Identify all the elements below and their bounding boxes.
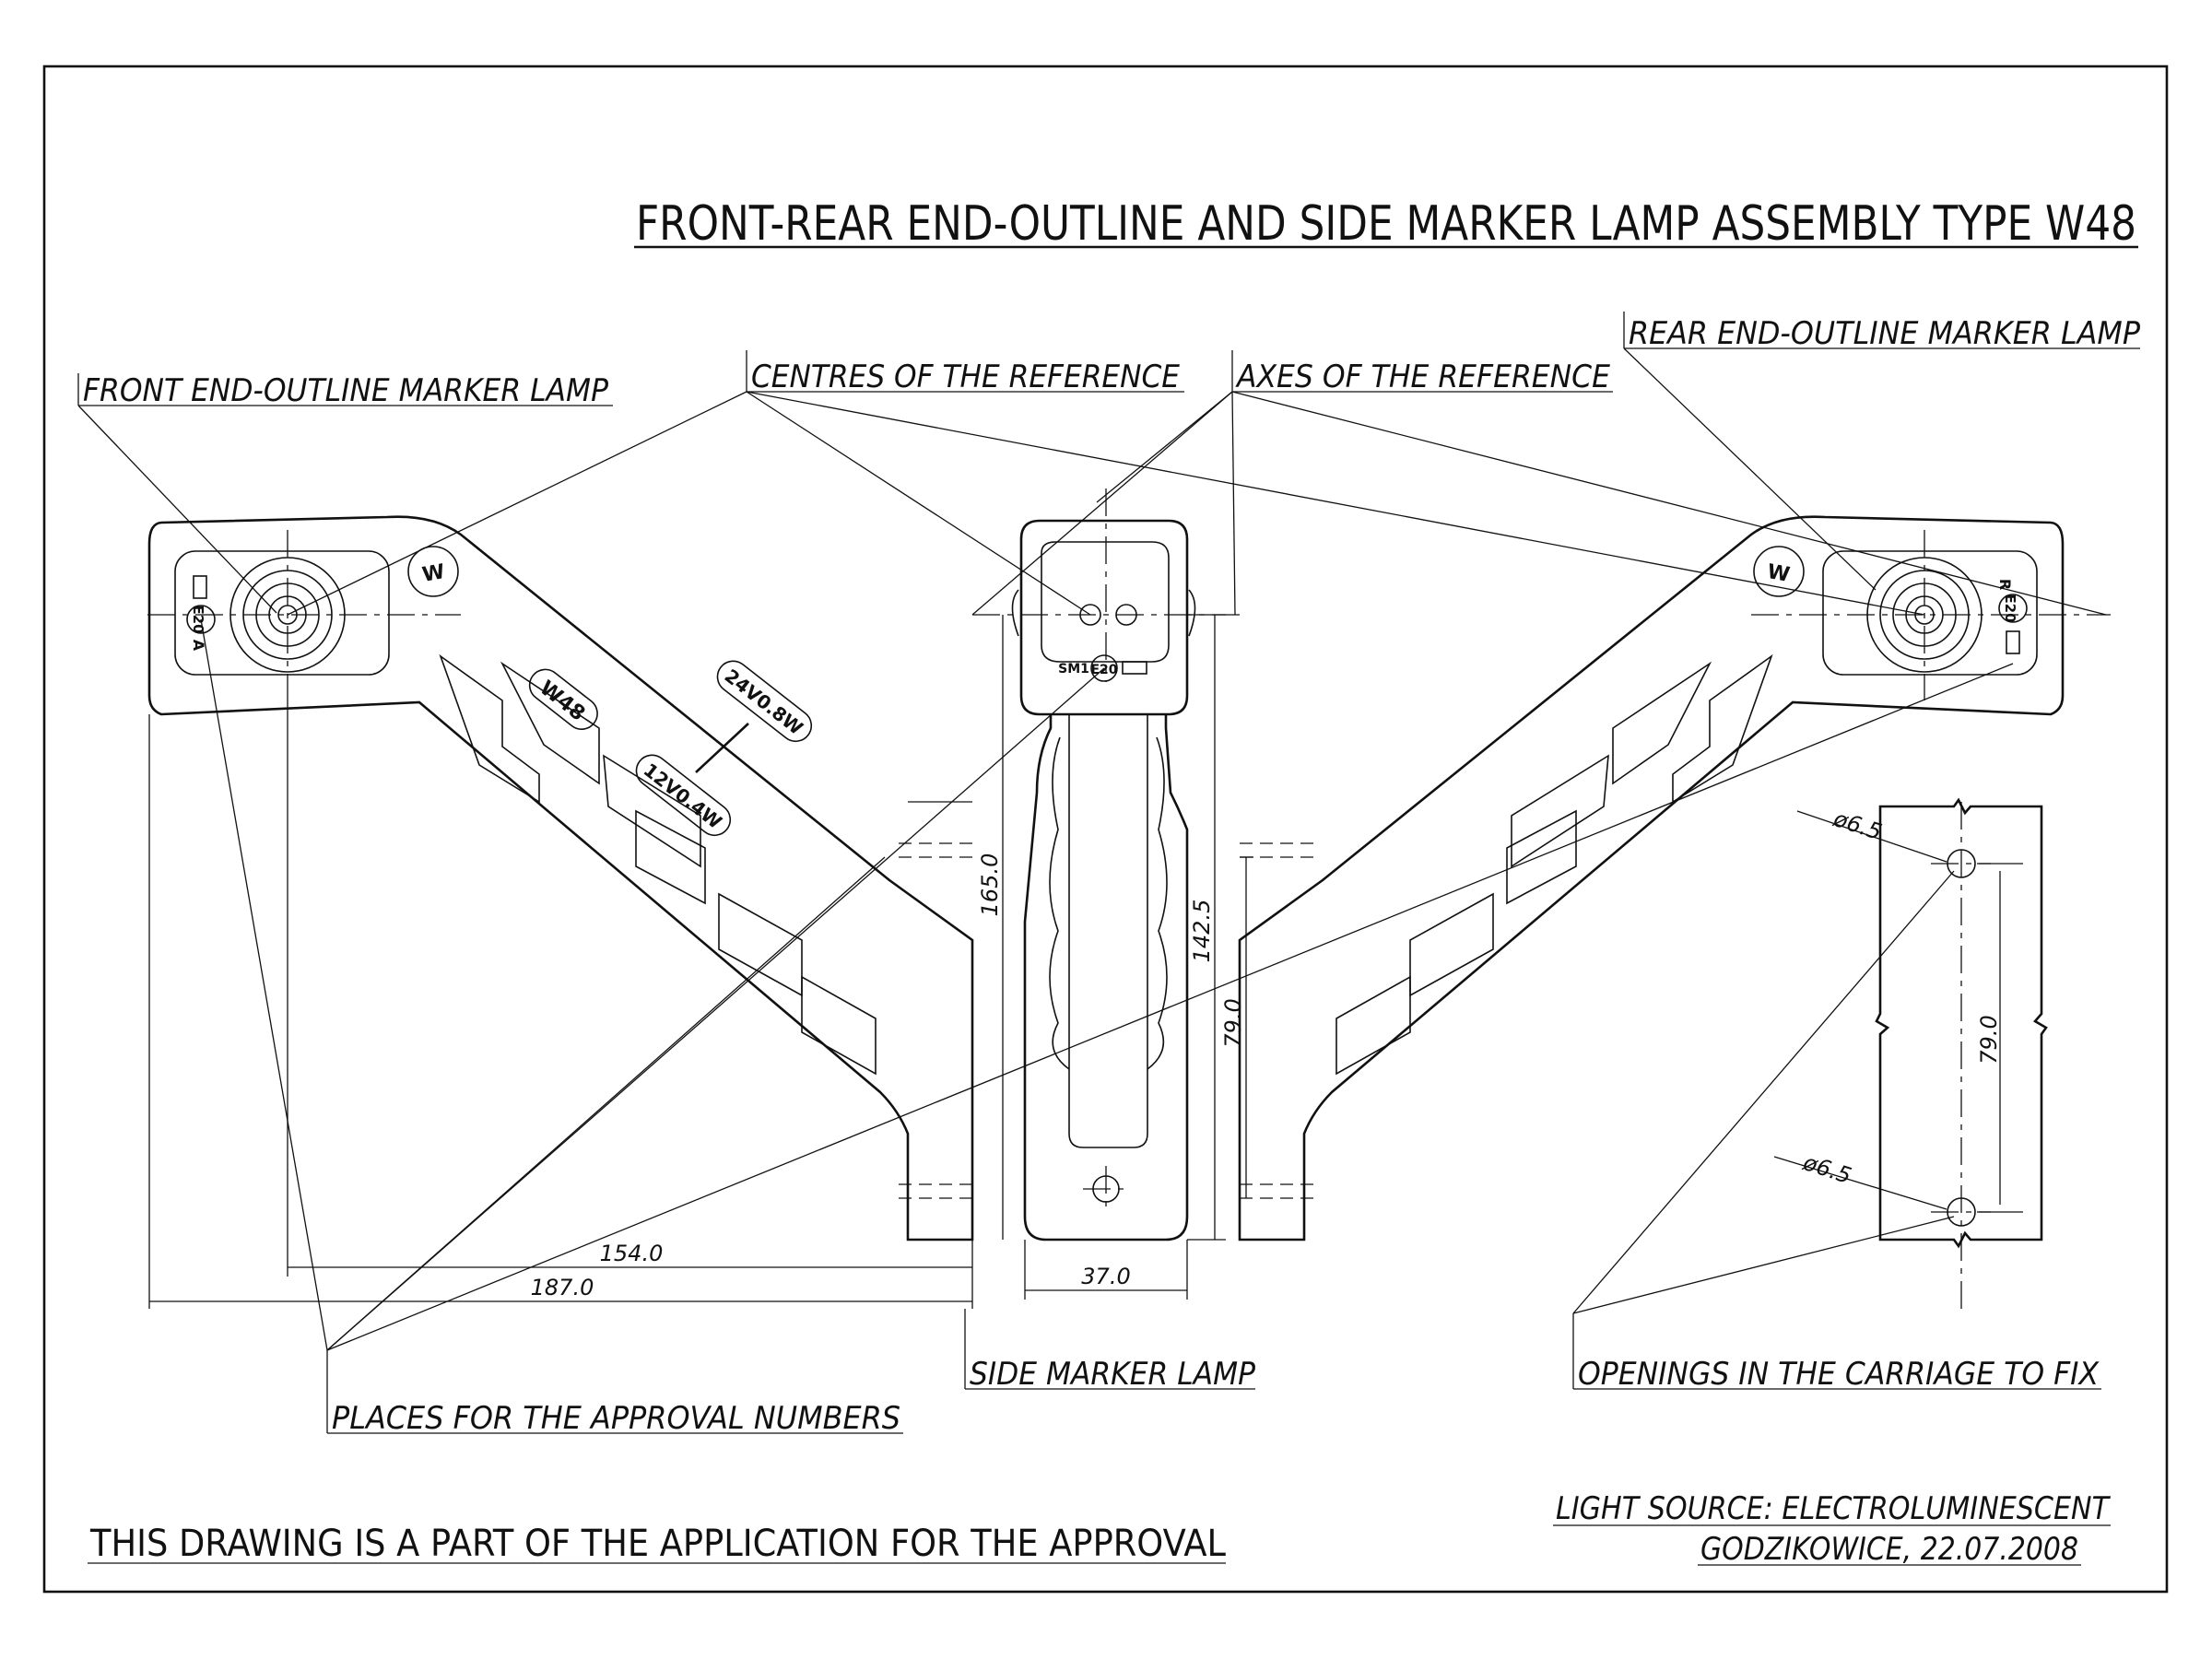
dim-154: 154.0 bbox=[600, 1241, 664, 1266]
svg-text:W: W bbox=[420, 560, 446, 587]
label-axes: AXES OF THE REFERENCE bbox=[1235, 359, 1610, 395]
label-approval-places: PLACES FOR THE APPROVAL NUMBERS bbox=[332, 1400, 900, 1437]
approval-note: THIS DRAWING IS A PART OF THE APPLICATIO… bbox=[89, 1523, 1227, 1565]
front-approval-mark: E20 A bbox=[186, 575, 216, 652]
rear-approval-code: E20 bbox=[2002, 594, 2018, 622]
model-marking: W48 bbox=[528, 668, 598, 730]
place-date-note: GODZIKOWICE, 22.07.2008 bbox=[1700, 1531, 2078, 1568]
dim-142: 142.5 bbox=[1189, 900, 1215, 963]
carriage-plate bbox=[1875, 797, 2048, 1309]
dim-side-79: 79.0 bbox=[1220, 998, 1246, 1047]
voltage-24v-text: 24V0.8W bbox=[721, 665, 807, 739]
dim-37: 37.0 bbox=[1081, 1264, 1130, 1289]
light-source-note: LIGHT SOURCE: ELECTROLUMINESCENT bbox=[1556, 1490, 2111, 1527]
side-approval-code: E20 bbox=[1090, 663, 1117, 677]
dim-holes-79: 79.0 bbox=[1976, 1015, 2002, 1064]
rear-code: R bbox=[1996, 579, 2014, 590]
label-front-lamp: FRONT END-OUTLINE MARKER LAMP bbox=[83, 372, 608, 409]
label-centres: CENTRES OF THE REFERENCE bbox=[751, 359, 1180, 395]
label-rear-lamp: REAR END-OUTLINE MARKER LAMP bbox=[1629, 315, 2140, 352]
side-lamp-body bbox=[1011, 519, 1196, 1241]
front-lamp-body bbox=[147, 515, 974, 1241]
manufacturer-logo-right: W bbox=[1753, 546, 1805, 597]
side-approval-mark: SM1 E20 bbox=[1058, 654, 1147, 682]
dim-dia-top: ø6.5 bbox=[1830, 806, 1885, 845]
voltage-12v-text: 12V0.4W bbox=[640, 759, 726, 833]
rear-approval-mark: R E20 bbox=[1996, 579, 2028, 654]
label-side-lamp: SIDE MARKER LAMP bbox=[970, 1356, 1255, 1393]
voltage-marking-12v: 12V0.4W bbox=[635, 754, 732, 837]
drawing-border bbox=[42, 65, 2169, 1594]
front-approval-code: E20 bbox=[190, 605, 206, 633]
dim-dia-bottom: ø6.5 bbox=[1799, 1149, 1854, 1189]
drawing-title: FRONT-REAR END-OUTLINE AND SIDE MARKER L… bbox=[636, 196, 2136, 252]
manufacturer-logo-left: W bbox=[407, 546, 459, 597]
svg-text:W: W bbox=[1765, 560, 1791, 587]
voltage-marking-24v: 24V0.8W bbox=[716, 660, 813, 743]
rear-lamp-body bbox=[1238, 515, 2065, 1241]
label-openings: OPENINGS IN THE CARRIAGE TO FIX bbox=[1578, 1356, 2100, 1393]
front-code: A bbox=[190, 640, 207, 652]
side-code: SM1 bbox=[1058, 662, 1089, 677]
dim-165: 165.0 bbox=[977, 853, 1003, 917]
dim-187: 187.0 bbox=[531, 1275, 594, 1300]
